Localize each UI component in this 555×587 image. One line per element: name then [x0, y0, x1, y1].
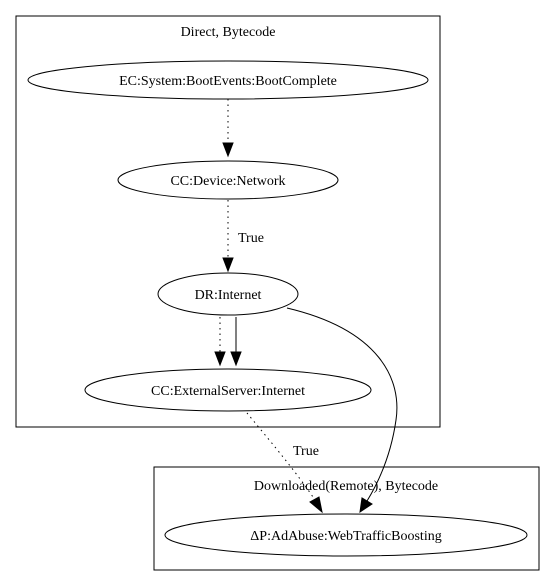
- edge-internet-to-webtraffic: [286, 307, 398, 514]
- node-ellipse: [164, 513, 528, 557]
- node-dr-internet: DR:Internet: [157, 272, 299, 316]
- edge-internet-to-external-dotted: [214, 317, 226, 367]
- node-web-traffic-boosting: ΔP:AdAbuse:WebTrafficBoosting: [164, 513, 528, 557]
- cluster-downloaded-label: Downloaded(Remote), Bytecode: [254, 479, 438, 494]
- arrowhead: [359, 497, 373, 514]
- node-boot-complete: EC:System:BootEvents:BootComplete: [27, 60, 429, 100]
- edge-bootcomplete-to-network: [222, 99, 234, 158]
- arrowhead: [222, 257, 234, 273]
- edge-network-to-internet: True: [222, 200, 264, 273]
- node-label: DR:Internet: [195, 288, 262, 303]
- nodes: EC:System:BootEvents:BootComplete CC:Dev…: [27, 60, 528, 557]
- edge-internet-to-external-solid: [230, 317, 242, 367]
- node-external-server: CC:ExternalServer:Internet: [84, 368, 372, 412]
- node-label: ΔP:AdAbuse:WebTrafficBoosting: [250, 529, 441, 544]
- node-ellipse: [157, 272, 299, 316]
- edge-label-true: True: [293, 444, 319, 459]
- cluster-direct-label: Direct, Bytecode: [181, 25, 276, 40]
- arrowhead: [214, 351, 226, 367]
- node-label: CC:Device:Network: [170, 174, 285, 189]
- node-ellipse: [84, 368, 372, 412]
- node-ellipse: [27, 60, 429, 100]
- arrowhead: [222, 142, 234, 158]
- node-ellipse: [117, 160, 339, 200]
- arrowhead: [230, 351, 242, 367]
- node-label: CC:ExternalServer:Internet: [151, 384, 305, 399]
- edge-line: [286, 307, 398, 502]
- edge-external-to-webtraffic: True: [246, 412, 323, 514]
- edge-label-true: True: [238, 231, 264, 246]
- node-device-network: CC:Device:Network: [117, 160, 339, 200]
- node-label: EC:System:BootEvents:BootComplete: [119, 74, 337, 89]
- arrowhead: [309, 496, 323, 514]
- edges: True True: [214, 99, 398, 514]
